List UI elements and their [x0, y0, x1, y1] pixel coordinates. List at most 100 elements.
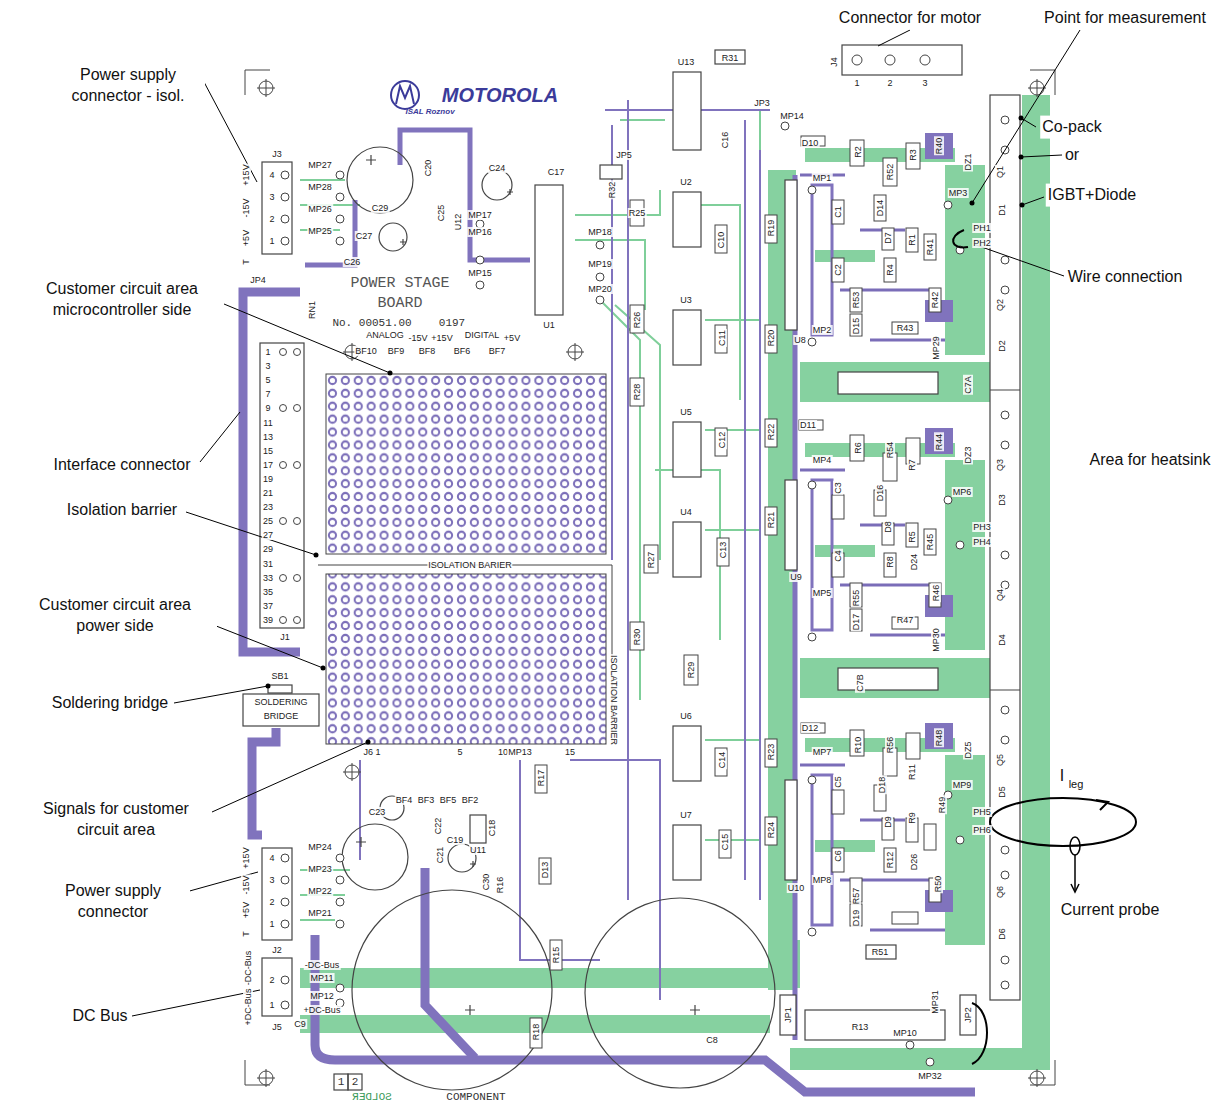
callout-label: Wire connection [1066, 266, 1185, 289]
callout-label: or [1063, 144, 1081, 167]
leader-dot [1020, 203, 1025, 208]
component-label: -15V [241, 874, 251, 895]
component-label: D1 [997, 203, 1007, 217]
connector-outline [990, 390, 1020, 690]
perfboard-area [326, 374, 606, 554]
component-label: 1 [268, 1000, 275, 1010]
wire-connection [972, 1003, 987, 1064]
component-label: MP24 [307, 842, 333, 852]
j1-pins [280, 575, 301, 582]
component-label: J5 [271, 1022, 283, 1032]
leader-line [1021, 155, 1062, 157]
component-label: R9 [907, 811, 917, 825]
component-label: C20 [423, 159, 433, 178]
component-label: D14 [875, 199, 885, 218]
copper-green [800, 658, 995, 698]
component-label: -15V [407, 333, 428, 343]
j1-pins [280, 518, 301, 525]
current-probe [1096, 800, 1108, 810]
component-label: +DC-Bus [243, 988, 253, 1027]
component-label: D12 [801, 723, 820, 733]
connector-pin [1001, 736, 1009, 744]
mounting-hole [257, 79, 275, 97]
connector-outline [262, 162, 292, 254]
callout-label: IGBT+Diode [1046, 184, 1138, 207]
component-label: -15V [241, 197, 251, 218]
smd-outline [765, 817, 777, 845]
smd-outline [539, 858, 551, 884]
component-label: D4 [997, 633, 1007, 647]
j1-pins [280, 462, 301, 469]
callout-label: Power supply connector [36, 880, 190, 924]
smd-outline [684, 655, 698, 685]
ic-outline [838, 372, 938, 394]
component-label: BF6 [453, 346, 472, 356]
copper-green [300, 95, 1050, 1070]
component-label: MP10 [892, 1028, 918, 1038]
component-label: BF8 [418, 346, 437, 356]
leader-line [186, 512, 316, 555]
connector-pin [1001, 286, 1009, 294]
callout-label: Customer circuit area power side [13, 594, 217, 638]
component-label: U11 [469, 845, 487, 855]
ic-outline [838, 668, 938, 690]
component-label: Q1 [995, 165, 1005, 179]
connector-pin [1001, 256, 1009, 264]
component-label: C11 [717, 329, 727, 347]
component-label: R16 [495, 876, 505, 895]
leader-line [200, 412, 240, 462]
board-marking: No. 00051.00 [331, 317, 412, 329]
connector-outline [268, 685, 292, 693]
callout-label: Connector for motor [837, 7, 983, 30]
callout-label: Area for heatsink [1088, 449, 1213, 472]
connector-outline [262, 848, 292, 940]
smd-outline [530, 136, 825, 1048]
component-label: D15 [851, 317, 861, 336]
component-label: J3 [271, 149, 283, 159]
connector-pin [596, 273, 604, 281]
component-label: MP9 [952, 780, 973, 790]
component-label: D5 [997, 785, 1007, 799]
component-label: MP5 [812, 588, 833, 598]
connector-pin [336, 854, 344, 862]
j1-pins [280, 349, 301, 624]
component-label: +5V [503, 333, 521, 343]
board-outline [245, 70, 1055, 1085]
component-label: R27 [646, 551, 656, 570]
leader-dot [388, 371, 393, 376]
component-label: R46 [931, 584, 941, 603]
component-label: 29 [262, 544, 274, 554]
connector-pin [281, 55, 1009, 1066]
component-label: MP16 [467, 227, 493, 237]
component-label: D10 [801, 138, 820, 148]
callout-label: Point for measurement [1042, 7, 1208, 30]
component-label: U10 [787, 883, 806, 893]
component-label: 33 [262, 573, 274, 583]
connector-pin [281, 976, 289, 984]
trace-green [300, 110, 760, 920]
component-label: MP15 [467, 268, 493, 278]
component-label: DZ1 [963, 152, 973, 171]
component-label: JP2 [963, 1006, 973, 1024]
leader-line [1021, 118, 1036, 127]
leader-dot [321, 666, 326, 671]
ic-outline [673, 72, 701, 150]
leader-dot [314, 553, 319, 558]
component-label: MP1 [812, 173, 833, 183]
component-label: R50 [933, 875, 943, 894]
component-label: BF4 [395, 795, 414, 805]
callout-label: Current probe [1059, 899, 1162, 922]
component-label: R43 [896, 323, 915, 333]
component-label: Q3 [995, 458, 1005, 472]
component-label: D17 [851, 613, 861, 632]
capacitor-outline [482, 170, 512, 200]
component-label: 35 [262, 587, 274, 597]
connector-pin [336, 215, 344, 223]
component-label: C4 [833, 549, 843, 563]
component-label: R1 [907, 233, 917, 247]
connector-pin [281, 898, 289, 906]
component-label: BF10 [354, 346, 378, 356]
component-label: 3 [268, 875, 275, 885]
callout-label: Signals for customer circuit area [22, 798, 211, 842]
